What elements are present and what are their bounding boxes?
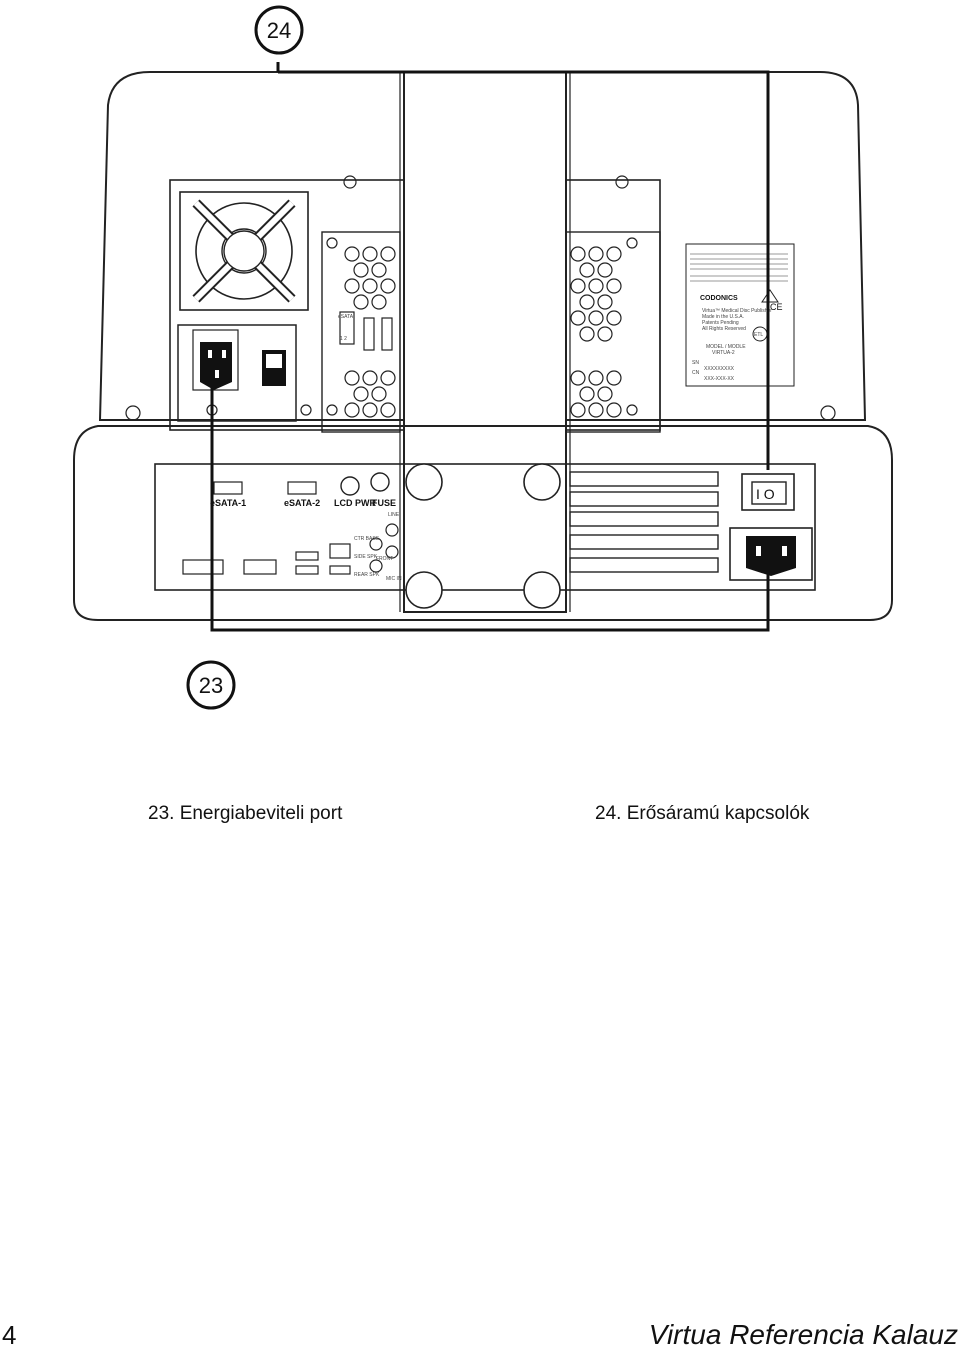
page-number: 4 bbox=[2, 1320, 17, 1350]
label-sn: SN bbox=[692, 360, 699, 366]
usb-port[interactable] bbox=[329, 565, 351, 575]
label-product-4: All Rights Reserved bbox=[702, 326, 746, 332]
label-product-2: Made in the U.S.A. bbox=[702, 314, 744, 320]
esata-small-numbers: 1 2 bbox=[340, 336, 347, 342]
usb-port[interactable] bbox=[295, 551, 319, 561]
lan-port[interactable] bbox=[329, 543, 351, 559]
callout-lines bbox=[210, 62, 770, 632]
io-panel-lower bbox=[154, 463, 816, 591]
power-inlet-housing bbox=[729, 527, 813, 581]
esata-2-port[interactable] bbox=[287, 481, 317, 495]
label-plate: CODONICS Virtua™ Medical Disc Publisher … bbox=[685, 243, 795, 387]
callout-23-number: 23 bbox=[199, 673, 223, 698]
esata-1-label: eSATA-1 bbox=[210, 498, 246, 508]
hex-vent-grid-left bbox=[344, 246, 396, 418]
rear-spk-label: REAR SPK bbox=[354, 572, 380, 578]
power-switch-text: I O bbox=[756, 486, 775, 502]
callout-23: 23 bbox=[186, 660, 236, 710]
audio-jacks[interactable] bbox=[369, 523, 399, 573]
center-mount-plate bbox=[403, 72, 567, 613]
mic-in-label: MIC IN bbox=[386, 576, 402, 582]
label-cn-value: XXX-XXX-XX bbox=[704, 376, 735, 382]
ctr-bass-label: CTR BASS bbox=[354, 536, 380, 542]
power-switch[interactable] bbox=[751, 481, 787, 505]
usb-port[interactable] bbox=[363, 317, 375, 351]
lcd-pwr-label: LCD PWR bbox=[334, 498, 376, 508]
plate-knob bbox=[405, 463, 561, 609]
front-label: FRONT bbox=[376, 556, 393, 562]
fuse-label: FUSE bbox=[372, 498, 396, 508]
chassis-base bbox=[73, 425, 893, 621]
expansion-slots bbox=[569, 471, 719, 573]
side-spk-label: SIDE SPK bbox=[354, 554, 378, 560]
esata-small-label: eSATA bbox=[338, 314, 354, 320]
label-ce-mark: CE bbox=[770, 302, 783, 312]
hex-vent-grid-right bbox=[570, 246, 622, 418]
label-cn: CN bbox=[692, 370, 700, 376]
label-sn-value: XXXXXXXXX bbox=[704, 366, 735, 372]
chassis-top-outline bbox=[98, 71, 867, 421]
power-switch-housing bbox=[741, 473, 795, 511]
fuse-holder[interactable] bbox=[370, 472, 390, 492]
label-product-1: Virtua™ Medical Disc Publisher bbox=[702, 308, 772, 314]
psu-block bbox=[177, 324, 297, 422]
vga-port[interactable] bbox=[243, 559, 277, 575]
label-etl-mark: ETL bbox=[754, 332, 763, 338]
caption-power-switches: 24. Erősáramú kapcsolók bbox=[595, 803, 810, 824]
usb-port[interactable] bbox=[295, 565, 319, 575]
lcd-pwr-port[interactable] bbox=[340, 476, 360, 496]
callout-24-number: 24 bbox=[267, 18, 291, 43]
power-inlet[interactable] bbox=[746, 536, 796, 576]
io-panel-upper bbox=[321, 231, 401, 433]
vent-panel-right bbox=[559, 231, 661, 433]
caption-energy-input-port: 23. Energiabeviteli port bbox=[148, 803, 343, 824]
label-model-value: VIRTUA-2 bbox=[712, 350, 735, 356]
fan-icon bbox=[179, 191, 309, 311]
usb-port[interactable] bbox=[381, 317, 393, 351]
esata-2-label: eSATA-2 bbox=[284, 498, 320, 508]
footer-title: Virtua Referencia Kalauz bbox=[648, 1319, 958, 1350]
line-label: LINE bbox=[388, 512, 400, 518]
device-rear-illustration: eSATA 1 2 CODONICS Virtua™ Medical Disc … bbox=[73, 5, 893, 710]
esata-1-port[interactable] bbox=[213, 481, 243, 495]
label-model-title: MODEL / MODLE bbox=[706, 344, 746, 350]
callout-24: 24 bbox=[254, 5, 304, 55]
serial-port[interactable] bbox=[182, 559, 224, 575]
label-brand: CODONICS bbox=[700, 295, 738, 302]
label-product-3: Patents Pending bbox=[702, 320, 739, 326]
